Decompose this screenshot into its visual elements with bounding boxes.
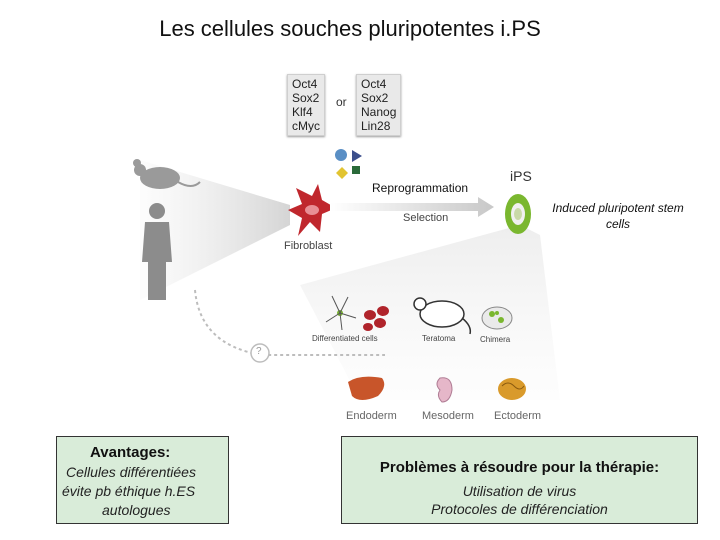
factor-square-icon bbox=[352, 166, 360, 174]
advantage-line: Cellules différentiées bbox=[66, 464, 196, 480]
advantages-heading: Avantages: bbox=[90, 444, 171, 461]
factor-name: Lin28 bbox=[361, 119, 391, 133]
red-blood-cells-icon bbox=[363, 306, 389, 331]
brain-icon bbox=[498, 378, 526, 400]
ips-description: Induced pluripotent stem cells bbox=[552, 201, 684, 231]
factor-name: Klf4 bbox=[292, 105, 313, 119]
liver-icon bbox=[348, 376, 385, 400]
fibroblast-label: Fibroblast bbox=[284, 240, 333, 252]
factor-diamond-icon bbox=[336, 167, 348, 179]
chimera-mouse-icon bbox=[481, 306, 513, 330]
factor-box-set2: Oct4 Sox2 Nanog Lin28 bbox=[356, 74, 402, 136]
ectoderm-label: Ectoderm bbox=[494, 410, 542, 422]
differentiated-cells-label: Differentiated cells bbox=[312, 334, 378, 343]
human-icon bbox=[142, 203, 172, 300]
factor-name: Sox2 bbox=[361, 91, 389, 105]
or-label: or bbox=[336, 95, 347, 109]
mouse-icon bbox=[133, 159, 201, 189]
problem-line: Utilisation de virus bbox=[462, 483, 577, 499]
factor-name: Oct4 bbox=[361, 77, 387, 91]
endoderm-label: Endoderm bbox=[346, 410, 397, 422]
factor-name: Nanog bbox=[361, 105, 397, 119]
factor-triangle-icon bbox=[352, 150, 362, 162]
ips-label: iPS bbox=[510, 168, 532, 184]
advantage-line: autologues bbox=[102, 502, 171, 518]
factor-name: cMyc bbox=[292, 119, 320, 133]
factor-box-set1: Oct4 Sox2 Klf4 cMyc bbox=[287, 74, 325, 136]
slide-title: Les cellules souches pluripotentes i.PS bbox=[159, 16, 541, 41]
selection-label: Selection bbox=[403, 212, 449, 224]
teratoma-mouse-icon bbox=[413, 297, 472, 335]
problems-panel: Problèmes à résoudre pour la thérapie: U… bbox=[341, 436, 698, 524]
fibroblast-icon bbox=[288, 184, 336, 236]
chimera-label: Chimera bbox=[480, 335, 511, 344]
advantage-line: évite pb éthique h.ES bbox=[62, 483, 196, 499]
factor-name: Oct4 bbox=[292, 77, 318, 91]
kidney-icon bbox=[436, 377, 453, 403]
factor-name: Sox2 bbox=[292, 91, 320, 105]
factor-sphere-icon bbox=[335, 149, 347, 161]
question-circle bbox=[250, 343, 270, 363]
problems-heading: Problèmes à résoudre pour la thérapie: bbox=[379, 459, 660, 476]
advantages-panel: Avantages: Cellules différentiées évite … bbox=[56, 436, 229, 524]
ips-cell-icon bbox=[505, 194, 531, 234]
neuron-icon bbox=[325, 295, 357, 331]
reprogrammation-label: Reprogrammation bbox=[372, 181, 469, 195]
problem-line: Protocoles de différenciation bbox=[431, 501, 608, 517]
question-mark: ? bbox=[256, 346, 262, 357]
teratoma-label: Teratoma bbox=[422, 334, 456, 343]
selection-arrow bbox=[330, 197, 494, 217]
mesoderm-label: Mesoderm bbox=[422, 410, 474, 422]
patient-beam bbox=[140, 160, 290, 300]
